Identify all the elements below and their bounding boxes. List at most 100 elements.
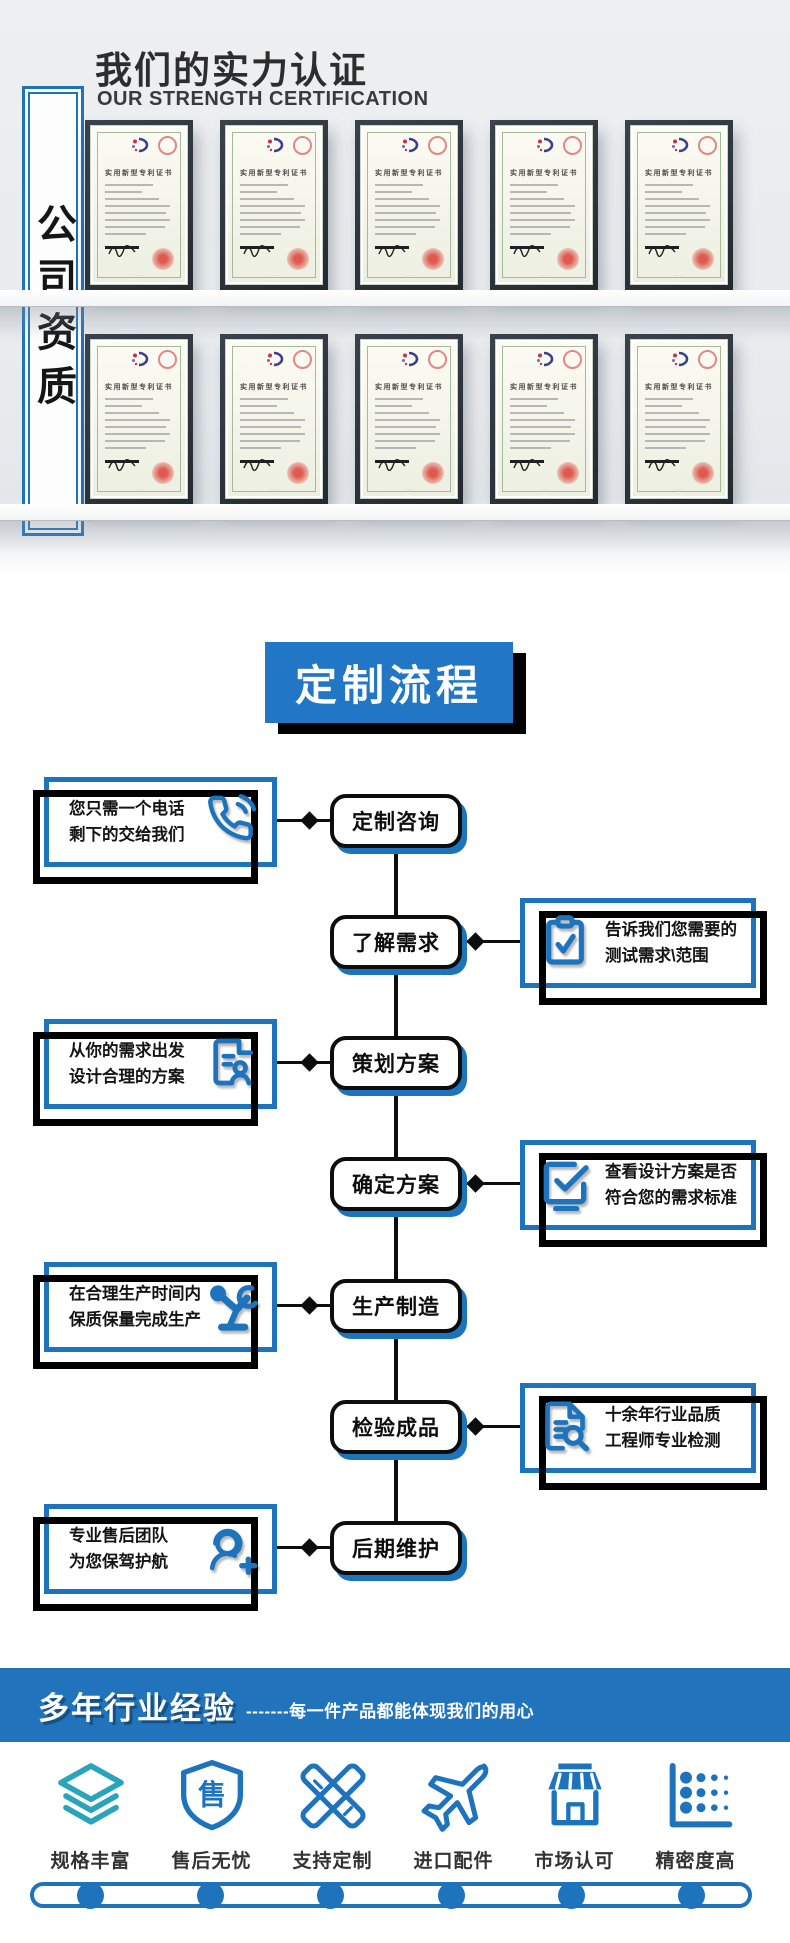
phone-icon bbox=[204, 792, 260, 853]
connector-diamond-icon bbox=[300, 1296, 319, 1315]
shield-icon: 售 bbox=[172, 1748, 252, 1836]
flow-node-understand: 了解需求 bbox=[330, 915, 462, 969]
certificate-paper: 实用新型专利证书 · · · bbox=[90, 125, 188, 285]
red-stamp-icon bbox=[287, 248, 309, 270]
document-search-icon bbox=[537, 1398, 593, 1459]
signature-icon bbox=[377, 458, 407, 476]
red-seal-icon bbox=[698, 136, 717, 155]
connector-line bbox=[462, 940, 520, 943]
red-stamp-icon bbox=[692, 462, 714, 484]
certificate-shelf-row: 实用新型专利证书 · · · bbox=[85, 334, 733, 504]
certificate-footer: · · · bbox=[675, 487, 683, 493]
certificate-border-ornament bbox=[502, 346, 586, 492]
certificate-body-lines bbox=[375, 184, 443, 240]
flow-node-label: 生产制造 bbox=[352, 1296, 440, 1319]
certificate-frame: 实用新型专利证书 · · · bbox=[220, 120, 328, 290]
note-text: 告诉我们您需要的测试需求\范围 bbox=[605, 920, 737, 965]
feature-market: 市场认可 bbox=[514, 1748, 635, 1873]
certificate-body-lines bbox=[240, 184, 308, 240]
patent-logo-icon bbox=[264, 137, 284, 158]
certificate-title: 实用新型专利证书 bbox=[375, 384, 443, 391]
red-seal-icon bbox=[563, 136, 582, 155]
certificate-paper: 实用新型专利证书 · · · bbox=[225, 125, 323, 285]
note-consult: 您只需一个电话剩下的交给我们 bbox=[33, 777, 277, 884]
feature-row: 规格丰富 售 售后无忧 支持定制 bbox=[30, 1748, 756, 1873]
red-seal-icon bbox=[293, 136, 312, 155]
flow-node-plan: 策划方案 bbox=[330, 1036, 462, 1090]
patent-logo-icon bbox=[399, 137, 419, 158]
signature-icon bbox=[107, 244, 137, 262]
timeline-dot bbox=[196, 1881, 224, 1909]
shelf-board bbox=[0, 290, 790, 307]
certificate-title: 实用新型专利证书 bbox=[510, 384, 578, 391]
note-text: 在合理生产时间内保质保量完成生产 bbox=[69, 1284, 201, 1329]
certificate-border-ornament bbox=[637, 346, 721, 492]
note-text: 查看设计方案是否符合您的需求标准 bbox=[605, 1162, 737, 1207]
process-header-text: 定制流程 bbox=[294, 662, 483, 709]
note-inspect: 十余年行业品质工程师专业检测 bbox=[520, 1383, 767, 1490]
signature-icon bbox=[242, 458, 272, 476]
certificate-rule bbox=[645, 246, 679, 249]
signature-icon bbox=[107, 458, 137, 476]
timeline-dot bbox=[557, 1881, 585, 1909]
certificate-paper: 实用新型专利证书 · · · bbox=[360, 339, 458, 499]
certificate-paper: 实用新型专利证书 · · · bbox=[225, 339, 323, 499]
certificate-footer: · · · bbox=[270, 273, 278, 279]
note-maintain: 专业售后团队为您保驾护航 bbox=[33, 1504, 277, 1611]
vertical-label-company-qualifications: 公司资质 bbox=[22, 86, 84, 536]
certificate-frame: 实用新型专利证书 · · · bbox=[85, 334, 193, 504]
certificate-border-ornament bbox=[232, 132, 316, 278]
certificate-rule bbox=[510, 246, 544, 249]
flow-node-inspect: 检验成品 bbox=[330, 1400, 462, 1454]
note-text: 专业售后团队为您保驾护航 bbox=[69, 1526, 168, 1571]
certificate-body-lines bbox=[105, 184, 173, 240]
certificate-footer: · · · bbox=[405, 273, 413, 279]
certificate-title: 实用新型专利证书 bbox=[510, 170, 578, 177]
connector-diamond-icon bbox=[300, 1053, 319, 1072]
red-seal-icon bbox=[293, 350, 312, 369]
process-header: 定制流程 bbox=[265, 642, 513, 723]
red-stamp-icon bbox=[557, 462, 579, 484]
flow-node-label: 定制咨询 bbox=[352, 811, 440, 834]
certificate-frame: 实用新型专利证书 · · · bbox=[490, 120, 598, 290]
certificate-border-ornament bbox=[502, 132, 586, 278]
certificate-border-ornament bbox=[367, 132, 451, 278]
customer-service-icon bbox=[204, 1519, 260, 1580]
patent-logo-icon bbox=[534, 137, 554, 158]
certificate-body-lines bbox=[645, 184, 713, 240]
experience-tagline: -------每一件产品都能体现我们的用心 bbox=[246, 1701, 535, 1721]
red-stamp-icon bbox=[287, 462, 309, 484]
feature-specs: 规格丰富 bbox=[30, 1748, 151, 1873]
timeline-bar bbox=[30, 1882, 752, 1908]
certificate-rule bbox=[105, 246, 139, 249]
design-tools-icon bbox=[293, 1748, 373, 1836]
certificate-frame: 实用新型专利证书 · · · bbox=[625, 120, 733, 290]
red-seal-icon bbox=[698, 350, 717, 369]
signature-icon bbox=[512, 458, 542, 476]
red-seal-icon bbox=[428, 350, 447, 369]
connector-diamond-icon bbox=[300, 1538, 319, 1557]
certificate-paper: 实用新型专利证书 · · · bbox=[360, 125, 458, 285]
layers-icon bbox=[51, 1748, 131, 1836]
note-confirm: 查看设计方案是否符合您的需求标准 bbox=[520, 1140, 767, 1247]
certificate-border-ornament bbox=[232, 346, 316, 492]
note-plan: 从你的需求出发设计合理的方案 bbox=[33, 1019, 277, 1126]
certificate-border-ornament bbox=[367, 346, 451, 492]
section-title: 我们的实力认证 bbox=[95, 50, 368, 91]
patent-logo-icon bbox=[129, 137, 149, 158]
patent-logo-icon bbox=[264, 351, 284, 372]
plane-icon bbox=[414, 1748, 494, 1836]
red-stamp-icon bbox=[692, 248, 714, 270]
certificate-title: 实用新型专利证书 bbox=[240, 384, 308, 391]
signature-icon bbox=[377, 244, 407, 262]
certificate-frame: 实用新型专利证书 · · · bbox=[85, 120, 193, 290]
certificate-body-lines bbox=[375, 398, 443, 454]
flow-node-label: 了解需求 bbox=[352, 932, 440, 955]
flow-node-label: 策划方案 bbox=[352, 1053, 440, 1076]
shield-badge-char: 售 bbox=[197, 1779, 225, 1811]
certificate-body-lines bbox=[240, 398, 308, 454]
certificate-footer: · · · bbox=[540, 273, 548, 279]
certificate-border-ornament bbox=[97, 132, 181, 278]
check-square-icon bbox=[537, 1155, 593, 1216]
